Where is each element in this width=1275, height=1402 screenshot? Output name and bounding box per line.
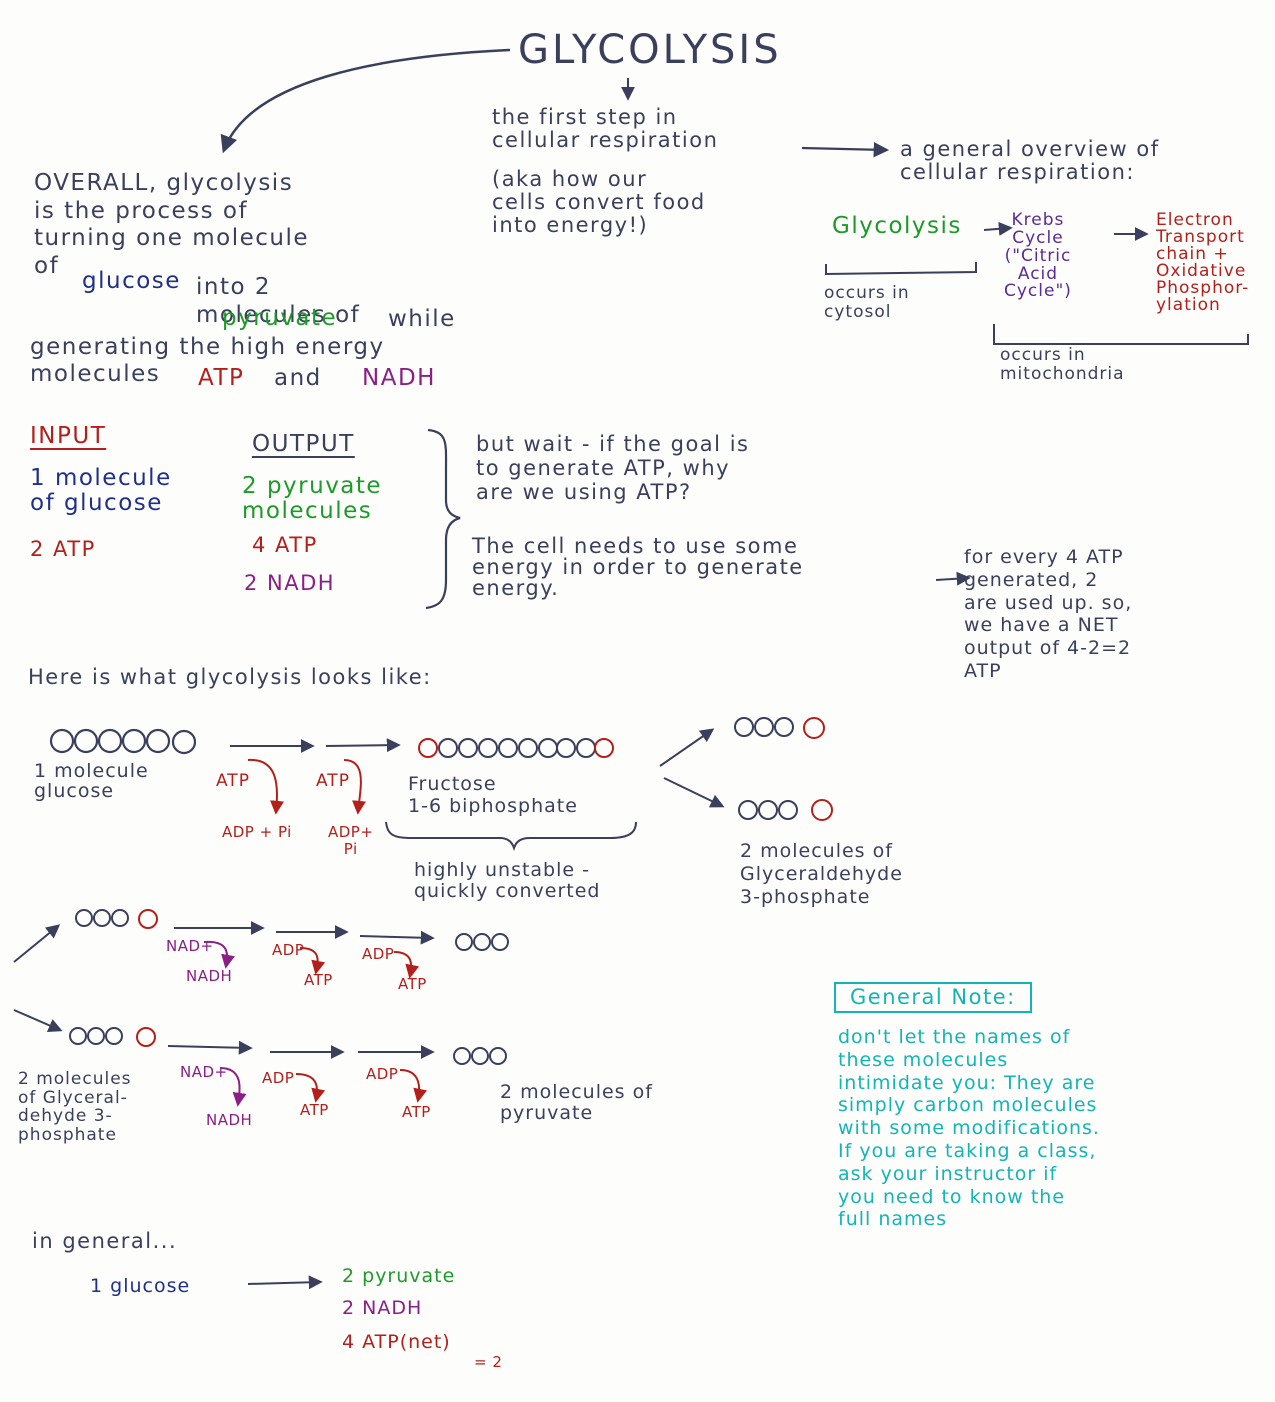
overview-label: a general overview of cellular respirati… <box>900 137 1160 185</box>
row2-pyruvate <box>453 1047 507 1065</box>
input-atp: 2 ATP <box>30 537 96 561</box>
overall-atp: ATP <box>198 365 245 391</box>
adp-pi-2: ADP+ Pi <box>328 823 374 858</box>
net-atp-text: for every 4 ATP generated, 2 are used up… <box>964 546 1133 682</box>
unstable-note: highly unstable - quickly converted <box>414 859 601 902</box>
nad-2: NAD+ <box>180 1063 228 1081</box>
atp-invest-1: ATP <box>216 771 250 791</box>
summary-heading: in general... <box>32 1229 178 1253</box>
definition-to-overview-arrow <box>801 142 890 158</box>
stage-glycolysis: Glycolysis <box>832 213 962 239</box>
pathway-heading: Here is what glycolysis looks like: <box>28 665 432 689</box>
atp-2b: ATP <box>402 1103 431 1121</box>
adp-1a: ADP <box>272 941 305 959</box>
title-to-overall-arrow <box>220 48 511 154</box>
summary-net: = 2 <box>474 1353 503 1371</box>
page-title: GLYCOLYSIS <box>518 27 782 73</box>
stage-electron-transport: Electron Transport chain + Oxidative Pho… <box>1156 210 1250 315</box>
g3p-label: 2 molecules of Glyceraldehyde 3-phosphat… <box>740 840 903 908</box>
entry-arrow-2 <box>13 1009 63 1032</box>
overall-nadh: NADH <box>362 365 436 391</box>
row1-step3 <box>359 930 435 945</box>
answer-text: The cell needs to use some energy in ord… <box>472 534 804 600</box>
fructose-label: Fructose 1-6 biphosphate <box>408 773 578 817</box>
step2-arrow <box>325 738 401 753</box>
row2-step1 <box>167 1040 253 1055</box>
io-curly-brace <box>425 428 461 610</box>
cytosol-bracket <box>825 262 977 276</box>
nad-1: NAD+ <box>166 937 214 955</box>
input-header: INPUT <box>30 423 107 449</box>
general-note-body: don't let the names of these molecules i… <box>838 1026 1100 1231</box>
row1-g3p <box>75 909 158 929</box>
atp-consume-1 <box>247 758 284 815</box>
nadh-1: NADH <box>186 967 233 985</box>
adp-1b: ADP <box>362 945 395 963</box>
adp-pi-1: ADP + Pi <box>222 823 292 841</box>
overall-into: into 2 molecules of <box>196 274 361 328</box>
g3p-molecule-a <box>734 717 825 739</box>
general-note-title: General Note: <box>834 982 1032 1014</box>
entry-arrow-1 <box>13 924 61 963</box>
overall-pyruvate: pyruvate <box>222 305 338 331</box>
definition-aka: (aka how our cells convert food into ene… <box>492 167 706 238</box>
overall-and: and <box>274 365 322 391</box>
atp-1a: ATP <box>304 971 333 989</box>
overall-while: while generating the high energy molecul… <box>30 306 456 388</box>
fructose-brace <box>385 821 637 852</box>
mitochondria-bracket <box>993 324 1249 345</box>
glucose-label: 1 molecule glucose <box>34 760 149 802</box>
row1-pyruvate <box>455 933 509 951</box>
fructose-molecule <box>418 738 614 758</box>
glucose-molecule <box>49 728 197 755</box>
input-glucose: 1 molecule of glucose <box>30 465 172 517</box>
definition-text: the first step in cellular respiration <box>492 105 719 153</box>
summary-atp: 4 ATP(net) <box>342 1331 451 1353</box>
atp-1b: ATP <box>398 975 427 993</box>
row2-adp1 <box>295 1073 326 1103</box>
overall-glucose: glucose <box>82 268 181 294</box>
output-atp: 4 ATP <box>252 533 318 557</box>
row2-g3p <box>69 1027 156 1047</box>
adp-2a: ADP <box>262 1069 295 1087</box>
nadh-2: NADH <box>206 1111 253 1129</box>
pyruvate-label: 2 molecules of pyruvate <box>500 1081 653 1124</box>
atp-invest-2: ATP <box>316 771 350 791</box>
occurs-in-cytosol: occurs in cytosol <box>824 283 910 322</box>
atp-2a: ATP <box>300 1101 329 1119</box>
output-pyruvate: 2 pyruvate molecules <box>242 473 383 525</box>
g3p-label-2: 2 molecules of Glyceral- dehyde 3- phosp… <box>18 1069 132 1146</box>
output-nadh: 2 NADH <box>244 571 336 595</box>
output-header: OUTPUT <box>252 431 355 457</box>
summary-pyruvate: 2 pyruvate <box>342 1265 456 1287</box>
g3p-molecule-b <box>738 799 833 821</box>
row1-adp2 <box>393 951 420 979</box>
summary-arrow <box>247 1275 323 1290</box>
adp-2b: ADP <box>366 1065 399 1083</box>
summary-glucose: 1 glucose <box>90 1275 191 1297</box>
summary-nadh: 2 NADH <box>342 1297 423 1319</box>
overall-intro: OVERALL, glycolysis is the process of tu… <box>34 170 309 279</box>
question-text: but wait - if the goal is to generate AT… <box>476 432 750 505</box>
stage-krebs-cycle: Krebs Cycle ("Citric Acid Cycle") <box>1004 210 1072 302</box>
split-arrow-up <box>659 728 715 767</box>
occurs-in-mitochondria: occurs in mitochondria <box>1000 345 1125 384</box>
row2-adp2 <box>399 1069 428 1103</box>
split-arrow-down <box>663 777 725 808</box>
